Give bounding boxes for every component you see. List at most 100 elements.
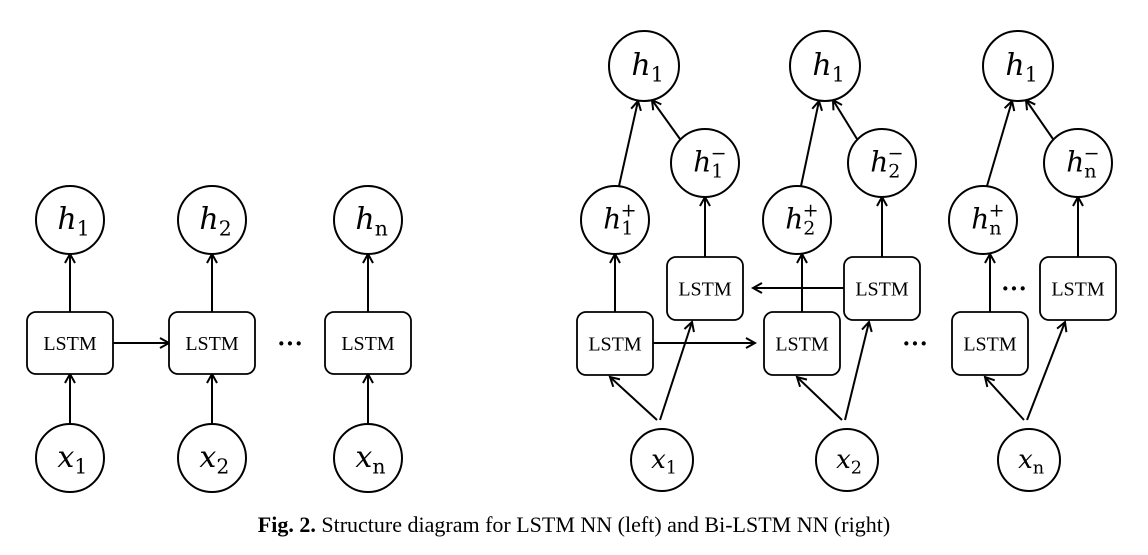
bilstm-input-node-1-subscript: 1 <box>666 459 677 479</box>
bilstm-backward-state-1-subscript: 1 <box>711 161 723 183</box>
bilstm-backward-cell-1-shape <box>666 256 744 321</box>
lstm-output-node-2-shape <box>177 185 247 255</box>
bilstm-edge-input-to-fcell-3 <box>985 377 1025 421</box>
bilstm-backward-cell-1-label: LSTM <box>678 279 732 301</box>
lstm-cell-1-label: LSTM <box>43 333 97 355</box>
bilstm-input-node-2-shape <box>815 428 879 492</box>
bilstm-edge-input-to-fcell-2 <box>797 377 843 421</box>
bilstm-edge-input-to-fcell-1 <box>610 377 658 421</box>
lstm-input-node-2-shape <box>177 423 247 493</box>
bilstm-input-node-2: x2 <box>815 428 879 492</box>
bilstm-edge-backward-to-output-2 <box>833 100 858 140</box>
bilstm-edge-backward-to-output-1 <box>652 100 681 140</box>
bilstm-forward-cell-2-label: LSTM <box>775 334 829 356</box>
figure-caption: Fig. 2. Structure diagram for LSTM NN (l… <box>0 512 1148 538</box>
bilstm-forward-state-2-superscript: + <box>803 200 819 222</box>
bilstm-forward-state-2: h2+ <box>762 185 832 255</box>
bilstm-output-node-1: h1 <box>608 30 680 102</box>
bilstm-forward-state-3: hn+ <box>948 185 1018 255</box>
bilstm-backward-state-2-superscript: − <box>888 143 904 165</box>
bilstm-output-node-2: h1 <box>789 30 861 102</box>
lstm-cell-3-shape <box>324 311 412 375</box>
lstm-cell-2-label: LSTM <box>185 333 239 355</box>
bilstm-forward-state-1-subscript: 1 <box>621 218 633 240</box>
bilstm-backward-state-1-superscript: − <box>711 143 727 165</box>
bilstm-edge-forward-to-output-1 <box>618 101 638 187</box>
bilstm-backward-state-1-shape <box>670 128 740 198</box>
bilstm-forward-state-1-superscript: + <box>621 200 637 222</box>
bilstm-forward-state-3-superscript: + <box>989 200 1005 222</box>
lstm-output-node-3: hn <box>333 185 403 255</box>
bilstm-backward-cell-3-label: LSTM <box>1051 279 1105 301</box>
bilstm-backward-cell-1: LSTM <box>666 256 744 321</box>
bilstm-output-node-1-subscript: 1 <box>651 63 664 87</box>
bilstm-output-node-1-shape <box>608 30 680 102</box>
lstm-input-node-2: x2 <box>177 423 247 493</box>
bilstm-forward-cell-2: LSTM <box>763 311 841 376</box>
lstm-input-node-3: xn <box>333 423 403 493</box>
bilstm-backward-state-3: hn− <box>1043 128 1113 198</box>
bilstm-forward-cell-1-shape <box>576 311 654 376</box>
bilstm-forward-cell-3: LSTM <box>951 311 1029 376</box>
figure-label: Fig. 2. <box>257 512 316 537</box>
lstm-output-node-1-shape <box>35 185 105 255</box>
bilstm-edge-forward-to-output-2 <box>800 101 819 187</box>
bilstm-backward-cell-3: LSTM <box>1039 256 1117 321</box>
bilstm-input-node-3-shape <box>997 428 1061 492</box>
bilstm-backward-cell-3-shape <box>1039 256 1117 321</box>
bilstm-forward-state-1-shape <box>580 185 650 255</box>
bilstm-backward-state-3-subscript: n <box>1084 161 1096 183</box>
lstm-input-node-3-label: xn <box>355 440 385 479</box>
bilstm-output-node-2-label: h1 <box>812 48 844 87</box>
bilstm-backward-state-2: h2− <box>847 128 917 198</box>
lstm-output-node-3-shape <box>333 185 403 255</box>
lstm-output-node-1-subscript: 1 <box>77 217 90 241</box>
bilstm-backward-state-3-superscript: − <box>1084 143 1100 165</box>
bilstm-input-node-1-shape <box>630 428 694 492</box>
bilstm-output-node-3-subscript: 1 <box>1025 63 1038 87</box>
lstm-input-node-3-subscript: n <box>372 455 385 479</box>
lstm-cell-3: LSTM <box>324 311 412 375</box>
lstm-input-node-3-shape <box>333 423 403 493</box>
lstm-input-node-1: x1 <box>35 423 105 493</box>
lstm-output-node-2-label: h2 <box>199 202 231 241</box>
bilstm-forward-state-3-subscript: n <box>989 218 1001 240</box>
lstm-input-node-1-shape <box>35 423 105 493</box>
bilstm-backward-cell-2-label: LSTM <box>855 279 909 301</box>
bilstm-forward-state-1: h1+ <box>580 185 650 255</box>
bilstm-input-node-2-subscript: 2 <box>851 459 862 479</box>
bilstm-backward-cell-2: LSTM <box>843 256 921 321</box>
bilstm-input-node-3-label: xn <box>1018 445 1044 479</box>
bilstm-ellipsis-backward: ··· <box>1001 274 1027 303</box>
bilstm-forward-state-2-subscript: 2 <box>803 218 815 240</box>
bilstm-input-node-3: xn <box>997 428 1061 492</box>
bilstm-backward-cell-2-shape <box>843 256 921 321</box>
lstm-output-node-3-subscript: n <box>375 217 388 241</box>
lstm-cell-2-shape <box>168 311 256 375</box>
bilstm-edge-input-to-bcell-1 <box>659 322 692 421</box>
lstm-ellipsis: ··· <box>277 329 303 358</box>
lstm-output-node-1: h1 <box>35 185 105 255</box>
caption-text: Structure diagram for LSTM NN (left) and… <box>315 512 891 537</box>
bilstm-ellipsis-forward: ··· <box>902 329 928 358</box>
bilstm-backward-state-2-shape <box>847 128 917 198</box>
lstm-cell-1: LSTM <box>26 311 114 375</box>
bilstm-forward-state-3-shape <box>948 185 1018 255</box>
lstm-output-node-2-subscript: 2 <box>219 217 232 241</box>
bilstm-edge-input-to-bcell-3 <box>1026 322 1065 421</box>
lstm-cell-1-shape <box>26 311 114 375</box>
bilstm-input-node-1: x1 <box>630 428 694 492</box>
bilstm-forward-cell-1: LSTM <box>576 311 654 376</box>
bilstm-forward-state-3-label: hn <box>971 202 1001 239</box>
bilstm-edge-backward-to-output-3 <box>1026 100 1054 140</box>
bilstm-edge-input-to-bcell-2 <box>844 322 869 421</box>
lstm-cell-3-label: LSTM <box>341 333 395 355</box>
bilstm-forward-cell-3-label: LSTM <box>963 334 1017 356</box>
bilstm-forward-cell-3-shape <box>951 311 1029 376</box>
lstm-input-node-2-subscript: 2 <box>216 455 229 479</box>
bilstm-backward-state-3-shape <box>1043 128 1113 198</box>
bilstm-output-node-3-shape <box>982 30 1054 102</box>
bilstm-forward-cell-2-shape <box>763 311 841 376</box>
